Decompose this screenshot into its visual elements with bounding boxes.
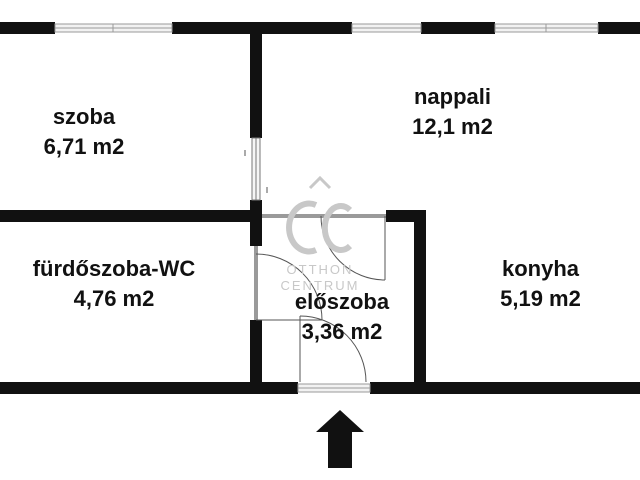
wall-top-right bbox=[598, 22, 640, 34]
wall-top-left bbox=[0, 22, 55, 34]
wall-top-mid-right bbox=[421, 22, 495, 34]
room-name: nappali bbox=[413, 84, 491, 109]
room-name: előszoba bbox=[294, 289, 390, 314]
wall-middle-left bbox=[0, 210, 262, 222]
room-name: szoba bbox=[52, 104, 116, 129]
wall-hall-right bbox=[414, 222, 426, 392]
watermark-line1: OTTHON bbox=[286, 262, 354, 277]
room-area: 3,36 m2 bbox=[301, 318, 383, 344]
room-area: 12,1 m2 bbox=[412, 113, 493, 139]
wall-middle-right bbox=[386, 210, 426, 222]
wall-bottom-left bbox=[0, 382, 298, 394]
room-area: 6,71 m2 bbox=[43, 133, 125, 159]
sliding-door bbox=[244, 137, 268, 201]
windows bbox=[54, 23, 599, 393]
room-label-furdoszoba: fürdőszoba-WC 4,76 m2 bbox=[0, 254, 228, 313]
entrance-arrow-icon bbox=[316, 410, 364, 468]
wall-hall-left bbox=[250, 222, 262, 246]
room-label-nappali: nappali 12,1 m2 bbox=[385, 82, 520, 141]
room-area: 5,19 m2 bbox=[500, 285, 581, 311]
watermark: OTTHON CENTRUM bbox=[268, 262, 372, 295]
room-label-szoba: szoba 6,71 m2 bbox=[0, 102, 168, 161]
wall-bottom-right bbox=[370, 382, 640, 394]
room-name: konyha bbox=[501, 256, 580, 281]
room-label-eloszoba: előszoba 3,36 m2 bbox=[272, 287, 412, 346]
doors bbox=[254, 214, 386, 383]
room-label-konyha: konyha 5,19 m2 bbox=[478, 254, 603, 313]
wall-vertical-upper bbox=[250, 34, 262, 138]
wall-top-mid-left bbox=[172, 22, 352, 34]
watermark-logo-icon bbox=[286, 175, 353, 255]
wall-hall-left-lower bbox=[250, 320, 262, 382]
watermark-line2: CENTRUM bbox=[280, 278, 360, 294]
room-area: 4,76 m2 bbox=[73, 285, 155, 311]
walls bbox=[0, 22, 640, 394]
room-name: fürdőszoba-WC bbox=[32, 256, 196, 281]
